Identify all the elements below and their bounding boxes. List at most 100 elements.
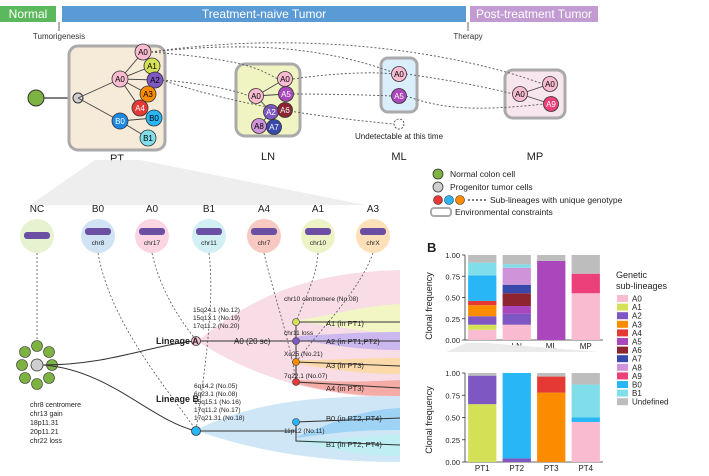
legend-swatch-a4 [617, 329, 628, 337]
legend-normal-label: Normal colon cell [450, 169, 515, 179]
site-trees: A0 A0 A1 A2 A3 A4 B0 B0 B1 PT [27, 42, 567, 165]
ln-node-a0-top-label: A0 [280, 75, 290, 84]
chrom-circle-b1 [192, 219, 226, 253]
timeline-banner: Normal Treatment-naive Tumor Post-treatm… [0, 6, 598, 41]
chrom-label-b1: chr11 [201, 240, 217, 247]
banner-normal [0, 6, 56, 22]
bar-segment-ln-undefined [502, 255, 531, 265]
chart-zoom-wedge [446, 343, 600, 352]
x-tick-label-ml: ML [546, 342, 558, 351]
x-tick-label-pt4: PT4 [578, 464, 593, 471]
chrom-circle-a1 [301, 219, 335, 253]
a-event-0: 15q24.1 (No.12) [193, 307, 240, 314]
lineage-flow: chr8 centromere chr13 gain 18p11.31 20p1… [16, 252, 401, 462]
bar-segment-pt3-a3 [537, 392, 566, 462]
mp-node-a0-label: A0 [545, 80, 555, 89]
panel-b-legend: Genetic sub-lineages A0A1A2A3A4A5A6A7A8A… [616, 270, 668, 407]
chrom-label-a4: chr7 [258, 240, 271, 247]
site-label-ln: LN [261, 151, 275, 163]
chrom-circle-a4 [247, 219, 281, 253]
x-tick-label-pt1: PT1 [475, 464, 490, 471]
ml-environment-box [379, 56, 419, 114]
bar-segment-pt-a0 [468, 329, 497, 340]
mp-node-a9 [543, 96, 559, 112]
pt-node-a4-label: A4 [135, 104, 145, 113]
legend-label-b1: B1 [632, 389, 642, 398]
leaf-label-a1: A1 (in PT1) [326, 319, 364, 328]
y-tick-label: 0.00 [445, 336, 460, 345]
chrom-label-a3: chrX [366, 240, 380, 247]
chrom-col-b0: B0 chr8 [81, 204, 115, 253]
branch-node-a1 [292, 318, 300, 326]
b-event-1: 6q23.1 (No.08) [194, 391, 237, 398]
leaf-label-b1: B1 (in PT2, PT4) [326, 440, 382, 449]
chrom-col-a0: A0 chr17 [135, 204, 169, 253]
leaf-label-b0: B0 (in PT2, PT4) [326, 414, 382, 423]
branch-node-a4 [292, 378, 300, 386]
legend-label-a3: A3 [632, 320, 642, 329]
chrom-head-b0: B0 [92, 204, 105, 215]
leaf-band-b1 [298, 434, 400, 456]
banner-normal-label: Normal [9, 7, 48, 21]
bar-segment-pt3-undefined [537, 373, 566, 377]
pt-node-a3 [139, 85, 157, 103]
ln-node-a6-label: A6 [280, 106, 290, 115]
bar-segment-ml-a5 [537, 260, 566, 340]
legend-label-a2: A2 [632, 312, 642, 321]
chrom-bar-a1 [305, 228, 331, 235]
pt-node-b0-label: B0 [149, 114, 159, 123]
legend-title-line2: sub-lineages [616, 281, 668, 291]
undetectable-label: Undetectable at this time [355, 132, 444, 141]
zoom-wedge [30, 160, 365, 205]
banner-treatment-naive [62, 6, 466, 22]
legend-swatch-a0 [617, 295, 628, 302]
pt-node-a0-top-label: A0 [138, 48, 148, 57]
chrom-head-a0: A0 [146, 204, 159, 215]
bar-segment-pt3-a4 [537, 376, 566, 393]
ln-node-a6 [277, 102, 293, 118]
bar-segment-mp-undefined [571, 255, 600, 274]
legend-label-a0: A0 [632, 295, 642, 304]
y-tick-label: 0.25 [445, 436, 460, 445]
bar-segment-pt1-a1 [468, 404, 497, 462]
bar-segment-pt-a2 [468, 316, 497, 325]
y-tick-label: 0.50 [445, 414, 460, 423]
bar-segment-pt4-b1 [571, 384, 600, 418]
therapy-label: Therapy [453, 32, 482, 41]
chart2-ylabel: Clonal frequency [424, 386, 434, 454]
bar-segment-mp-a9 [571, 273, 600, 294]
branch-event-chr11: chr11 loss [284, 330, 314, 337]
branch-event-xq25: Xq25 (No.21) [284, 351, 323, 358]
legend-swatch-a3 [617, 320, 628, 328]
chrom-bar-a3 [360, 228, 386, 235]
legend-swatch-a8 [617, 363, 628, 371]
y-tick-label: 1.00 [445, 251, 460, 260]
chrom-label-a0: chr17 [144, 240, 161, 247]
bar-segment-ln-b1 [502, 264, 531, 268]
pt-node-a3-label: A3 [143, 90, 153, 99]
legend-swatch-b0 [617, 381, 628, 388]
legend-label-a8: A8 [632, 363, 642, 372]
ml-undetectable-node [393, 118, 405, 130]
nc-event-4: chr22 loss [30, 438, 62, 445]
lineage-b-node [191, 426, 201, 436]
chrom-head-a1: A1 [312, 204, 325, 215]
bar-segment-pt1-undefined [468, 373, 497, 376]
bar-segment-ml-undefined [537, 255, 566, 261]
bar-segment-pt-b0 [468, 275, 497, 301]
legend-swatch-a6 [617, 346, 628, 354]
bar-segment-pt-a3 [468, 305, 497, 317]
chromosome-row: NC B0 chr8 A0 chr17 B1 chr11 A4 chr7 [20, 204, 390, 253]
panel-b: B Clonal frequency Clonal frequency 0.00… [424, 240, 603, 473]
site-label-ml: ML [391, 151, 406, 163]
chrom-head-a4: A4 [258, 204, 271, 215]
legend-swatch-a7 [617, 355, 628, 363]
ln-node-a5-label: A5 [281, 90, 291, 99]
chrom-bar-b1 [196, 228, 222, 235]
bar-segment-pt1-a2 [468, 375, 497, 405]
panel-b-label: B [427, 240, 436, 255]
pt-node-b0-root-label: B0 [115, 117, 125, 126]
